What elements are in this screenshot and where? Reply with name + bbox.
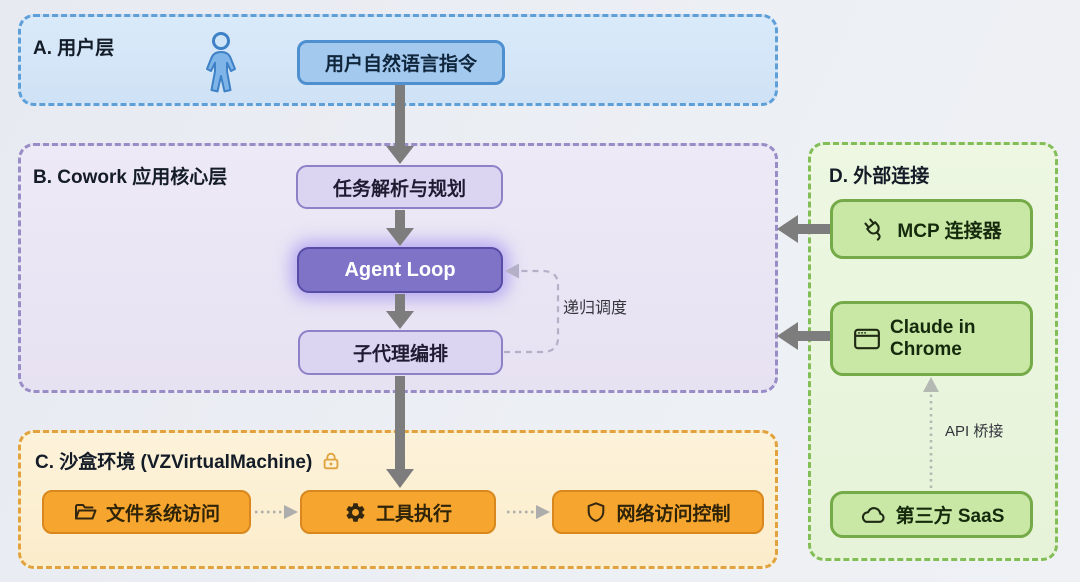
plug-icon <box>861 216 888 243</box>
node-subagent-orchestration: 子代理编排 <box>298 330 503 375</box>
shield-icon <box>585 500 607 524</box>
recursive-scheduling-label: 递归调度 <box>563 300 628 317</box>
node-saas-label: 第三方 SaaS <box>895 506 1005 527</box>
node-tool-execution: 工具执行 <box>300 490 496 534</box>
person-icon <box>206 32 236 93</box>
layer-d-title: D. 外部连接 <box>829 166 930 187</box>
folder-open-icon <box>73 500 97 524</box>
node-claude-in-chrome: Claude in Chrome <box>830 301 1033 376</box>
node-task-planning: 任务解析与规划 <box>296 165 503 209</box>
browser-window-icon <box>853 327 881 351</box>
node-subagent-label: 子代理编排 <box>352 344 448 365</box>
lock-icon <box>323 452 339 469</box>
node-mcp-connector: MCP 连接器 <box>830 199 1033 259</box>
node-agent-loop: Agent Loop <box>297 247 503 293</box>
node-network-control: 网络访问控制 <box>552 490 764 534</box>
api-bridge-label: API 桥接 <box>945 423 1004 440</box>
cloud-icon <box>859 505 887 525</box>
layer-b-title: B. Cowork 应用核心层 <box>33 167 228 188</box>
node-agent-loop-label: Agent Loop <box>344 258 456 281</box>
node-task-planning-label: 任务解析与规划 <box>332 178 466 200</box>
node-filesystem-access: 文件系统访问 <box>42 490 251 534</box>
node-filesystem-label: 文件系统访问 <box>105 503 220 525</box>
node-user-command: 用户自然语言指令 <box>297 40 505 85</box>
node-user-command-label: 用户自然语言指令 <box>324 54 477 75</box>
gear-icon <box>344 501 367 524</box>
node-chrome-label: Claude in Chrome <box>890 316 976 360</box>
node-mcp-label: MCP 连接器 <box>897 220 1002 242</box>
node-network-label: 网络访问控制 <box>616 503 731 525</box>
node-thirdparty-saas: 第三方 SaaS <box>830 491 1033 538</box>
layer-c-title: C. 沙盒环境 (VZVirtualMachine) <box>35 452 313 473</box>
layer-a-title: A. 用户层 <box>33 38 115 59</box>
node-tool-label: 工具执行 <box>375 503 452 525</box>
